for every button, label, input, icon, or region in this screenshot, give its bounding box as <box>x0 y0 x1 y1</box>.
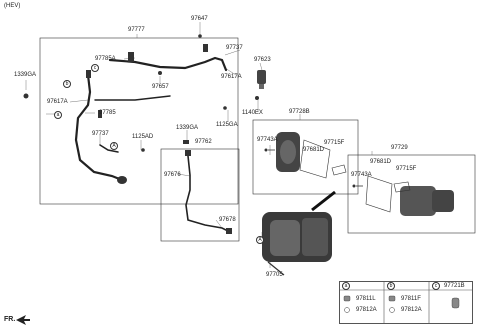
part-label-97729: 97729 <box>391 145 408 151</box>
legend-c-key: c <box>432 282 440 290</box>
part-label-97617a-right: 97617A <box>221 74 242 80</box>
legend-table <box>339 281 473 324</box>
callout-a: a <box>54 111 62 119</box>
hose-end-fitting <box>117 176 127 184</box>
legend-a-part-2: 97812A <box>356 307 377 313</box>
callout-A-upper: A <box>110 142 118 150</box>
compressor-kit-97729-frame <box>347 154 476 234</box>
part-label-97785a: 97785A <box>95 56 116 62</box>
part-label-97737-top: 97737 <box>226 45 243 51</box>
part-label-97681d-lower: 97681D <box>370 159 392 165</box>
part-label-1140ex: 1140EX <box>242 110 263 116</box>
hose-assembly-frame <box>39 37 239 205</box>
legend-b-key: b <box>387 282 395 290</box>
part-label-97657: 97657 <box>152 84 169 90</box>
front-arrow-icon <box>16 315 30 325</box>
part-label-97728b: 97728B <box>289 109 310 115</box>
bolt-1140ex <box>255 96 259 100</box>
part-label-97715f-lower: 97715F <box>396 166 417 172</box>
bolt-1339ga <box>23 93 29 99</box>
part-label-97647: 97647 <box>191 16 208 22</box>
legend-b-cap-icon <box>388 295 396 302</box>
callout-A-lower: A <box>256 236 264 244</box>
legend-a-key: a <box>342 282 350 290</box>
suction-pipe <box>185 155 231 233</box>
part-label-97715f-upper: 97715F <box>324 140 345 146</box>
compressor-unit-97728b <box>264 132 347 179</box>
legend-a-part-1: 97811L <box>356 296 376 302</box>
part-label-97681d-upper: 97681D <box>303 147 325 153</box>
part-label-97743a-upper: 97743A <box>257 137 278 143</box>
pressure-sensor-97623 <box>257 70 266 89</box>
variant-label: (HEV) <box>4 3 21 9</box>
compressor-kit-97728b-frame <box>252 119 359 195</box>
legend-b-part-1: 97811F <box>401 296 421 302</box>
part-label-1339ga-center: 1339GA <box>176 125 199 131</box>
part-label-97676: 97676 <box>164 172 181 178</box>
part-label-97743a-lower: 97743A <box>351 172 372 178</box>
part-label-97785: 97785 <box>99 110 116 116</box>
discharge-hose <box>108 56 228 72</box>
part-label-97623: 97623 <box>254 57 271 63</box>
part-label-1339ga-left: 1339GA <box>14 72 37 78</box>
part-label-1125ga: 1125GA <box>216 122 238 128</box>
part-label-97678: 97678 <box>219 217 236 223</box>
callout-b: b <box>63 80 71 88</box>
part-label-97705: 97705 <box>266 272 283 278</box>
legend-c-part: 97721B <box>444 283 465 289</box>
part-label-97762: 97762 <box>195 139 212 145</box>
legend-c-valve-icon <box>451 297 460 309</box>
legend-a-cap-icon <box>343 295 351 302</box>
electric-compressor <box>262 190 336 276</box>
front-label: FR. <box>4 316 16 323</box>
part-label-1125ad: 1125AD <box>132 134 154 140</box>
part-label-97737-left: 97737 <box>92 131 109 137</box>
suction-pipe-frame <box>160 148 240 242</box>
callout-c: c <box>91 64 99 72</box>
legend-a-ring-icon <box>344 307 350 313</box>
hose-bracket <box>128 52 134 62</box>
part-label-97777: 97777 <box>128 27 145 33</box>
liquid-hose <box>74 73 124 182</box>
part-label-97617a-left: 97617A <box>47 99 68 105</box>
legend-b-part-2: 97812A <box>401 307 422 313</box>
compressor-unit-97729 <box>352 175 454 216</box>
legend-b-ring-icon <box>389 307 395 313</box>
